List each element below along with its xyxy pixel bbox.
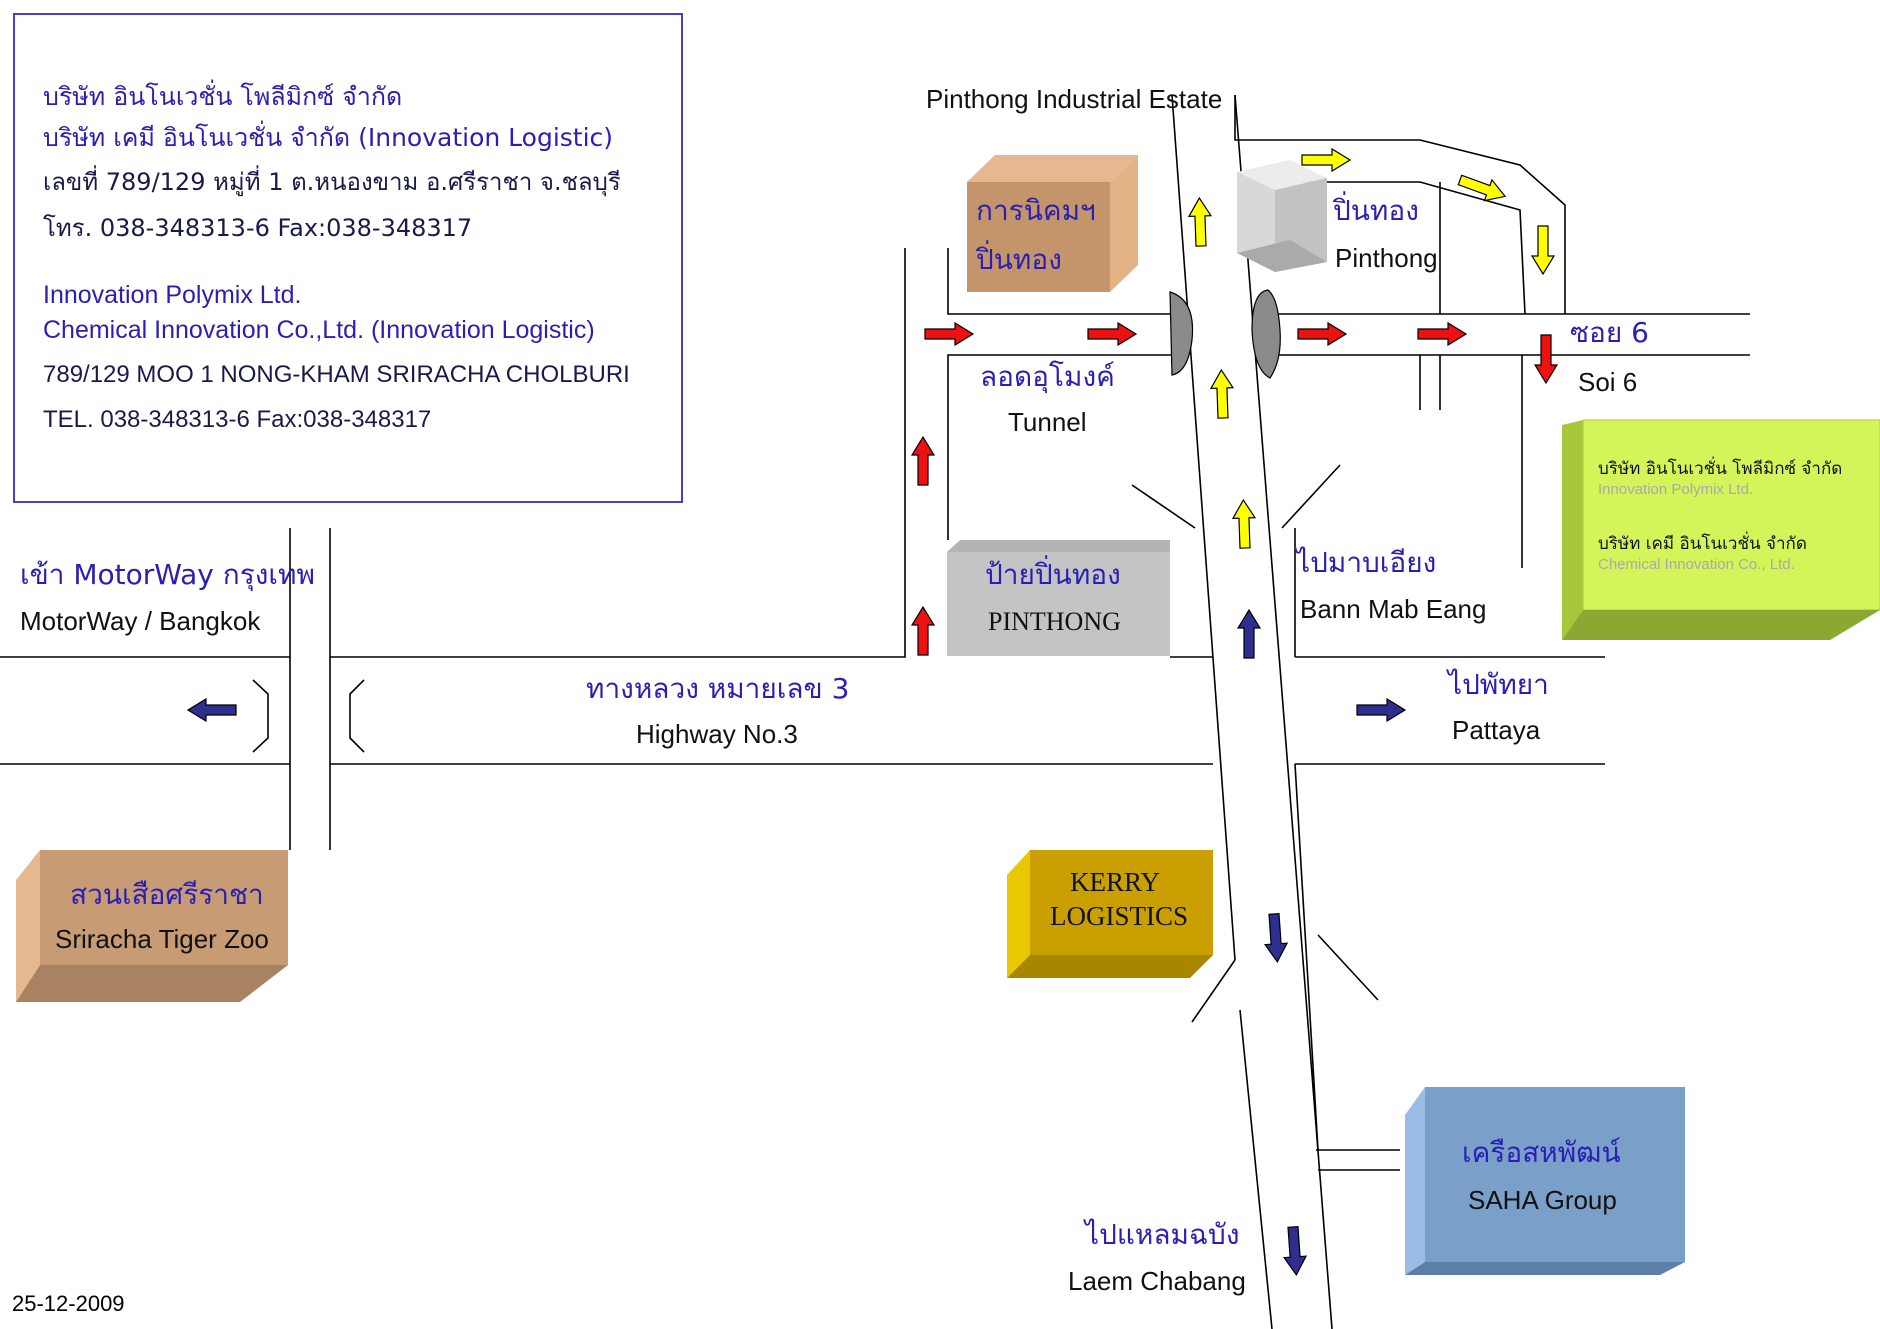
merge-nw bbox=[1131, 484, 1196, 529]
laem-th-label: ไปแหลมฉบัง bbox=[1085, 1218, 1240, 1251]
saha-en-label: SAHA Group bbox=[1468, 1185, 1617, 1215]
info-th-address: เลขที่ 789/129 หมู่ที่ 1 ต.หนองขาม อ.ศรี… bbox=[43, 168, 621, 196]
kerry-label-2: LOGISTICS bbox=[1050, 901, 1189, 931]
tunnel-en-label: Tunnel bbox=[1008, 407, 1087, 437]
soi6-en-label: Soi 6 bbox=[1578, 367, 1638, 397]
company-box-en2: Chemical Innovation Co., Ltd. bbox=[1598, 556, 1795, 573]
sign-box bbox=[947, 540, 1170, 656]
arrow-down-icon bbox=[1281, 1225, 1308, 1277]
company-box bbox=[1562, 419, 1880, 640]
arrow-right-icon bbox=[1087, 322, 1137, 346]
arrow-right-icon bbox=[1356, 698, 1406, 722]
arrow-down-icon bbox=[1534, 334, 1558, 384]
mabeang-th-label: ไปมาบเอียง bbox=[1296, 546, 1437, 579]
sign-en-label: PINTHONG bbox=[988, 607, 1121, 636]
date-label: 25-12-2009 bbox=[12, 1291, 125, 1316]
highway-north-edge-2 bbox=[330, 248, 906, 658]
soi6-th-label: ซอย 6 bbox=[1570, 316, 1649, 349]
pattaya-th-label: ไปพัทยา bbox=[1448, 668, 1549, 701]
arrow-right-icon bbox=[924, 322, 974, 346]
estate-road-south bbox=[1275, 181, 1526, 315]
highway-th-label: ทางหลวง หมายเลข 3 bbox=[586, 672, 850, 705]
east-side-road-2 bbox=[1294, 763, 1319, 1151]
roads bbox=[0, 94, 1750, 1329]
u-turn-right bbox=[252, 679, 269, 753]
arrow-up-icon bbox=[1209, 369, 1235, 419]
tunnel-arc-left bbox=[1169, 291, 1194, 376]
company-box-th1: บริษัท อินโนเวชั่น โพลีมิกซ์ จำกัด bbox=[1598, 459, 1843, 479]
pinthong-cube bbox=[1237, 160, 1327, 272]
pattaya-en-label: Pattaya bbox=[1452, 715, 1541, 745]
tunnel-road-north bbox=[947, 248, 1183, 315]
pinthong-th-label: ปิ่นทอง bbox=[1333, 194, 1419, 227]
nikom-label-1: การนิคมฯ bbox=[976, 194, 1096, 227]
merge-ne bbox=[1281, 464, 1341, 529]
arrow-up-icon bbox=[911, 606, 935, 656]
zoo-th-label: สวนเสือศรีราชา bbox=[70, 878, 264, 911]
zoo-box bbox=[16, 850, 288, 1002]
arrow-left-icon bbox=[187, 698, 237, 722]
nikom-label-2: ปิ่นทอง bbox=[976, 243, 1062, 276]
highway-en-label: Highway No.3 bbox=[636, 719, 798, 749]
main-road-west bbox=[1171, 94, 1236, 961]
tunnel-road-south bbox=[947, 354, 1183, 540]
u-turn-left bbox=[349, 679, 365, 753]
estate-road-north bbox=[1234, 95, 1566, 314]
motorway-th-label: เข้า MotorWay กรุงเทพ bbox=[20, 558, 315, 591]
arrow-up-icon bbox=[911, 436, 935, 486]
arrow-right-icon bbox=[1297, 322, 1347, 346]
arrow-up-icon bbox=[1187, 197, 1213, 247]
saha-th-label: เครือสหพัฒน์ bbox=[1462, 1136, 1621, 1169]
kerry-label-1: KERRY bbox=[1070, 867, 1161, 897]
company-info-box: บริษัท อินโนเวชั่น โพลีมิกซ์ จำกัด บริษั… bbox=[13, 13, 683, 503]
merge-sw bbox=[1191, 959, 1236, 1023]
sign-th-label: ป้ายปิ่นทอง bbox=[985, 558, 1121, 591]
company-box-th2: บริษัท เคมี อินโนเวชั่น จำกัด bbox=[1598, 534, 1807, 554]
pinthong-en-label: Pinthong bbox=[1335, 243, 1438, 273]
company-box-en1: Innovation Polymix Ltd. bbox=[1598, 481, 1754, 498]
merge-se bbox=[1317, 934, 1379, 1001]
tunnel-th-label: ลอดอุโมงค์ bbox=[980, 360, 1115, 393]
info-en-address: 789/129 MOO 1 NONG-KHAM SRIRACHA CHOLBUR… bbox=[43, 361, 630, 388]
info-en-phone: TEL. 038-348313-6 Fax:038-348317 bbox=[43, 406, 432, 433]
info-en-company1: Innovation Polymix Ltd. bbox=[43, 281, 302, 309]
info-th-phone: โทร. 038-348313-6 Fax:038-348317 bbox=[43, 214, 473, 242]
navy-arrows bbox=[187, 609, 1406, 1277]
arrow-up-icon bbox=[1231, 499, 1257, 549]
arrow-right-icon bbox=[1455, 169, 1510, 208]
tunnel-arc-right bbox=[1251, 289, 1281, 379]
nikom-box bbox=[967, 155, 1138, 292]
arrow-down-icon bbox=[1531, 225, 1555, 275]
estate-label: Pinthong Industrial Estate bbox=[926, 84, 1223, 114]
laem-en-label: Laem Chabang bbox=[1068, 1266, 1246, 1296]
arrow-up-icon bbox=[1237, 609, 1261, 659]
arrow-right-icon bbox=[1417, 322, 1467, 346]
arrow-down-icon bbox=[1262, 912, 1289, 964]
motorway-en-label: MotorWay / Bangkok bbox=[20, 606, 261, 636]
arrow-right-icon bbox=[1301, 148, 1351, 172]
main-road-west-south bbox=[1239, 1009, 1273, 1329]
mabeang-en-label: Bann Mab Eang bbox=[1300, 594, 1487, 624]
zoo-en-label: Sriracha Tiger Zoo bbox=[55, 924, 269, 954]
info-th-company1: บริษัท อินโนเวชั่น โพลีมิกซ์ จำกัด bbox=[43, 82, 403, 111]
info-th-company2: บริษัท เคมี อินโนเวชั่น จำกัด (Innovatio… bbox=[43, 123, 614, 152]
saha-box bbox=[1405, 1087, 1685, 1275]
info-en-company2: Chemical Innovation Co.,Ltd. (Innovation… bbox=[43, 316, 595, 344]
kerry-box bbox=[1007, 850, 1213, 978]
